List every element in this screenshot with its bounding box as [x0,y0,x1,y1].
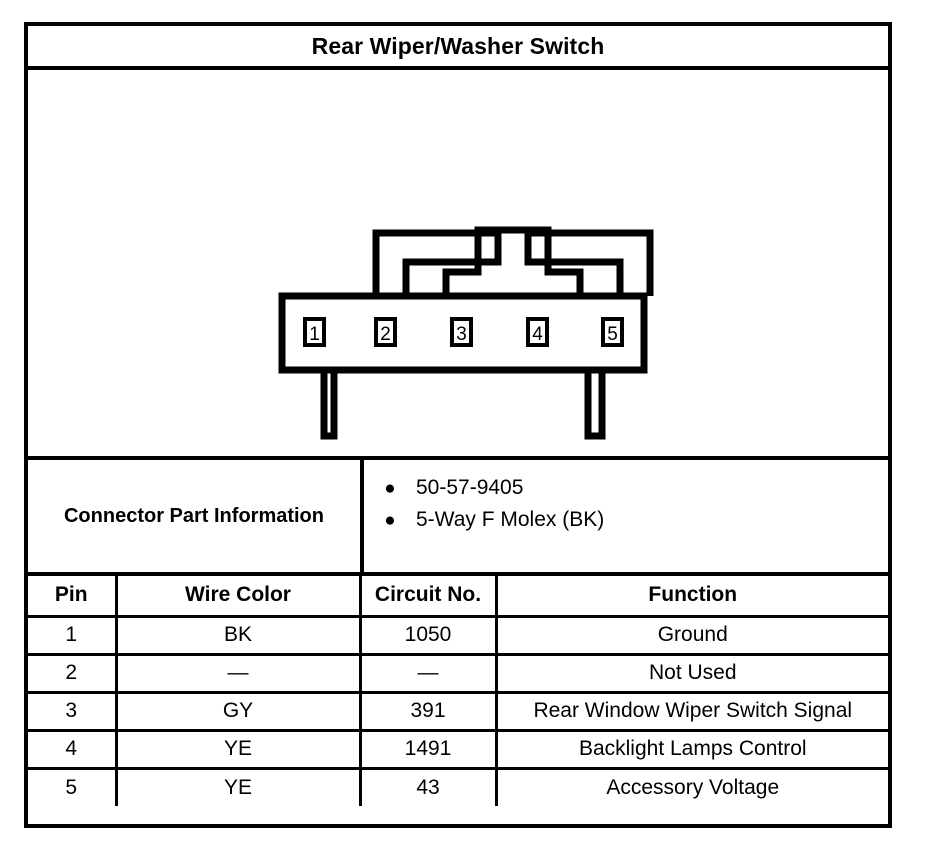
cell-function: Rear Window Wiper Switch Signal [494,690,888,732]
cell-pin: 3 [28,690,118,732]
part-info-item: ● 50-57-9405 [364,472,888,504]
column-header-circuit-no: Circuit No. [358,576,498,618]
bullet-icon: ● [384,509,396,531]
cell-circuit-no: 43 [358,766,498,806]
cell-wire-color: GY [114,690,362,732]
table-row: 2 — — Not Used [28,652,888,694]
table-row: 5 YE 43 Accessory Voltage [28,766,888,806]
connector-body-outline [278,292,648,374]
connector-information-sheet: Rear Wiper/Washer Switch [24,22,892,828]
right-latch-icon [524,229,654,296]
pin-marker-1: 1 [303,317,326,347]
cell-wire-color: YE [114,766,362,806]
cell-pin: 2 [28,652,118,694]
bullet-icon: ● [384,477,396,499]
cell-circuit-no: 1491 [358,728,498,770]
part-number-text: 50-57-9405 [416,476,524,499]
pin-number-group: 1 2 3 4 5 [303,317,624,347]
svg-text:3: 3 [456,324,467,345]
left-mounting-leg-icon [320,370,338,440]
left-latch-icon [372,229,502,296]
connector-part-information-label: Connector Part Information [28,460,364,572]
svg-text:1: 1 [309,324,320,345]
connector-part-information-row: Connector Part Information ● 50-57-9405 … [28,460,888,576]
page-title: Rear Wiper/Washer Switch [311,32,605,59]
cell-wire-color: YE [114,728,362,770]
connector-illustration: 1 2 3 4 5 [28,70,888,456]
table-row: 1 BK 1050 Ground [28,614,888,656]
svg-text:4: 4 [532,324,543,345]
right-mounting-leg-icon [584,370,606,440]
cell-pin: 1 [28,614,118,656]
connector-diagram-area: 1 2 3 4 5 [28,70,888,460]
part-description-text: 5-Way F Molex (BK) [416,508,605,531]
cell-function: Accessory Voltage [494,766,888,806]
cell-circuit-no: 1050 [358,614,498,656]
cell-function: Backlight Lamps Control [494,728,888,770]
svg-text:2: 2 [380,324,391,345]
table-header-row: Pin Wire Color Circuit No. Function [28,576,888,618]
column-header-pin: Pin [28,576,118,618]
pin-marker-4: 4 [526,317,549,347]
cell-pin: 4 [28,728,118,770]
connector-part-information-values: ● 50-57-9405 ● 5-Way F Molex (BK) [364,460,888,572]
column-header-function: Function [494,576,888,618]
table-row: 3 GY 391 Rear Window Wiper Switch Signal [28,690,888,732]
cell-pin: 5 [28,766,118,806]
pin-assignment-table: Pin Wire Color Circuit No. Function 1 BK… [28,576,888,806]
table-row: 4 YE 1491 Backlight Lamps Control [28,728,888,770]
cell-function: Ground [494,614,888,656]
pin-marker-5: 5 [601,317,624,347]
cell-wire-color: BK [114,614,362,656]
pin-marker-3: 3 [450,317,473,347]
pin-marker-2: 2 [374,317,397,347]
cell-circuit-no: — [358,652,498,694]
part-info-item: ● 5-Way F Molex (BK) [364,504,888,536]
svg-text:5: 5 [607,324,618,345]
connector-face-svg: 1 2 3 4 5 [278,226,654,440]
title-band: Rear Wiper/Washer Switch [28,26,888,70]
cell-function: Not Used [494,652,888,694]
cell-circuit-no: 391 [358,690,498,732]
column-header-wire-color: Wire Color [114,576,362,618]
cell-wire-color: — [114,652,362,694]
